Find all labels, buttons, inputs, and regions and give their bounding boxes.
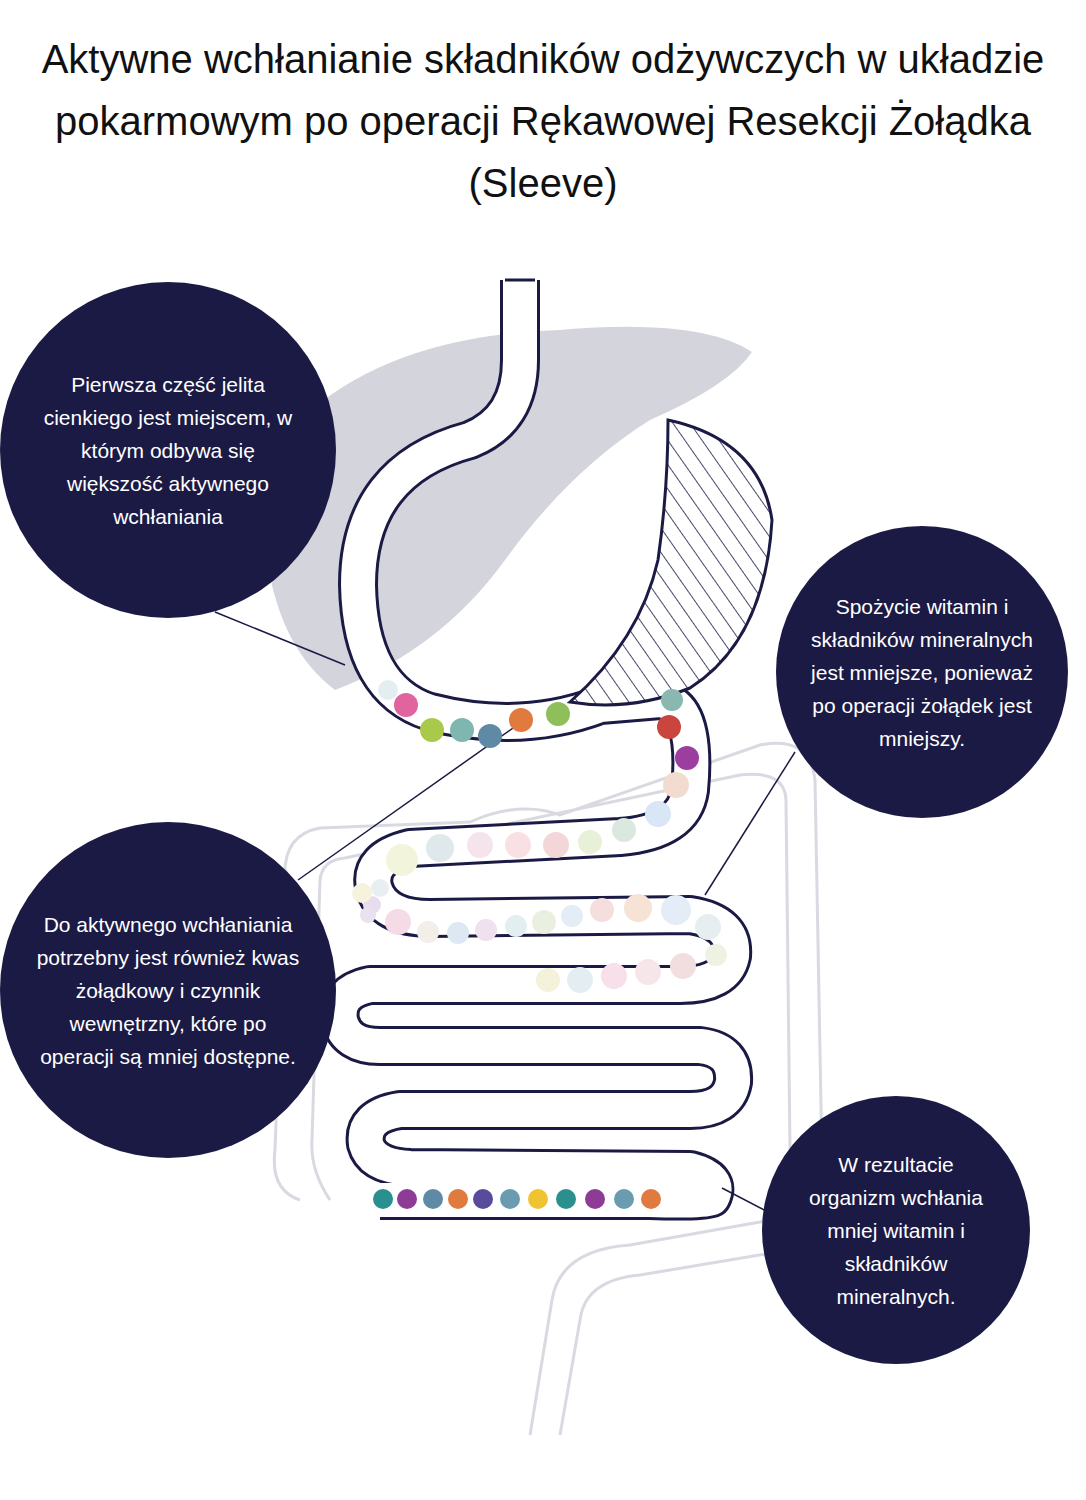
info-circle: W rezultacie organizm wchłania mniej wit…	[762, 1096, 1030, 1364]
nutrient-dot	[505, 915, 527, 937]
nutrient-dot	[657, 715, 681, 739]
nutrient-dot	[426, 834, 454, 862]
info-circle: Pierwsza część jelita cienkiego jest mie…	[0, 282, 336, 618]
nutrient-dot	[475, 919, 497, 941]
circle-text: Do aktywnego wchłaniania potrzebny jest …	[33, 908, 303, 1073]
nutrient-dot	[473, 1189, 493, 1209]
nutrient-dot	[478, 724, 502, 748]
nutrient-dot	[546, 702, 570, 726]
nutrient-dot	[635, 959, 661, 985]
nutrient-dot	[417, 921, 439, 943]
nutrient-dot	[360, 907, 376, 923]
nutrient-dot	[385, 909, 411, 935]
nutrient-dot	[641, 1189, 661, 1209]
nutrient-dot	[567, 967, 593, 993]
info-circle: Do aktywnego wchłaniania potrzebny jest …	[0, 822, 336, 1158]
nutrient-dot	[675, 746, 699, 770]
nutrient-dot	[590, 898, 614, 922]
nutrient-dot	[528, 1189, 548, 1209]
nutrient-dot	[624, 894, 652, 922]
info-circle: Spożycie witamin i składników mineralnyc…	[776, 526, 1068, 818]
nutrient-dot	[447, 922, 469, 944]
nutrient-dot	[661, 895, 691, 925]
digestive-tube	[340, 280, 734, 1201]
nutrient-dot	[561, 905, 583, 927]
nutrient-dot	[661, 689, 683, 711]
nutrient-dot	[532, 910, 556, 934]
nutrient-dot	[420, 718, 444, 742]
nutrient-dot	[394, 693, 418, 717]
nutrient-dot	[509, 708, 533, 732]
nutrient-dot	[670, 953, 696, 979]
nutrient-dot	[614, 1189, 634, 1209]
nutrient-dot	[386, 844, 418, 876]
removed-stomach-part	[570, 420, 772, 705]
nutrient-dot	[448, 1189, 468, 1209]
nutrient-dots	[352, 680, 727, 1209]
nutrient-dot	[585, 1189, 605, 1209]
diagram-title: Aktywne wchłanianie składników odżywczyc…	[20, 28, 1066, 214]
nutrient-dot	[695, 914, 721, 940]
nutrient-dot	[378, 680, 398, 700]
nutrient-dot	[543, 832, 569, 858]
nutrient-dot	[352, 883, 372, 903]
nutrient-dot	[371, 879, 389, 897]
nutrient-dot	[556, 1189, 576, 1209]
circle-text: Pierwsza część jelita cienkiego jest mie…	[37, 368, 299, 533]
nutrient-dot	[505, 832, 531, 858]
nutrient-dot	[612, 818, 636, 842]
nutrient-dot	[500, 1189, 520, 1209]
nutrient-dot	[450, 718, 474, 742]
nutrient-dot	[601, 963, 627, 989]
nutrient-dot	[397, 1189, 417, 1209]
nutrient-dot	[467, 832, 493, 858]
nutrient-dot	[663, 772, 689, 798]
nutrient-dot	[705, 944, 727, 966]
nutrient-dot	[578, 830, 602, 854]
circle-text: Spożycie witamin i składników mineralnyc…	[807, 590, 1037, 755]
nutrient-dot	[645, 801, 671, 827]
nutrient-dot	[536, 968, 560, 992]
nutrient-dot	[423, 1189, 443, 1209]
circle-text: W rezultacie organizm wchłania mniej wit…	[801, 1148, 991, 1313]
nutrient-dot	[373, 1189, 393, 1209]
